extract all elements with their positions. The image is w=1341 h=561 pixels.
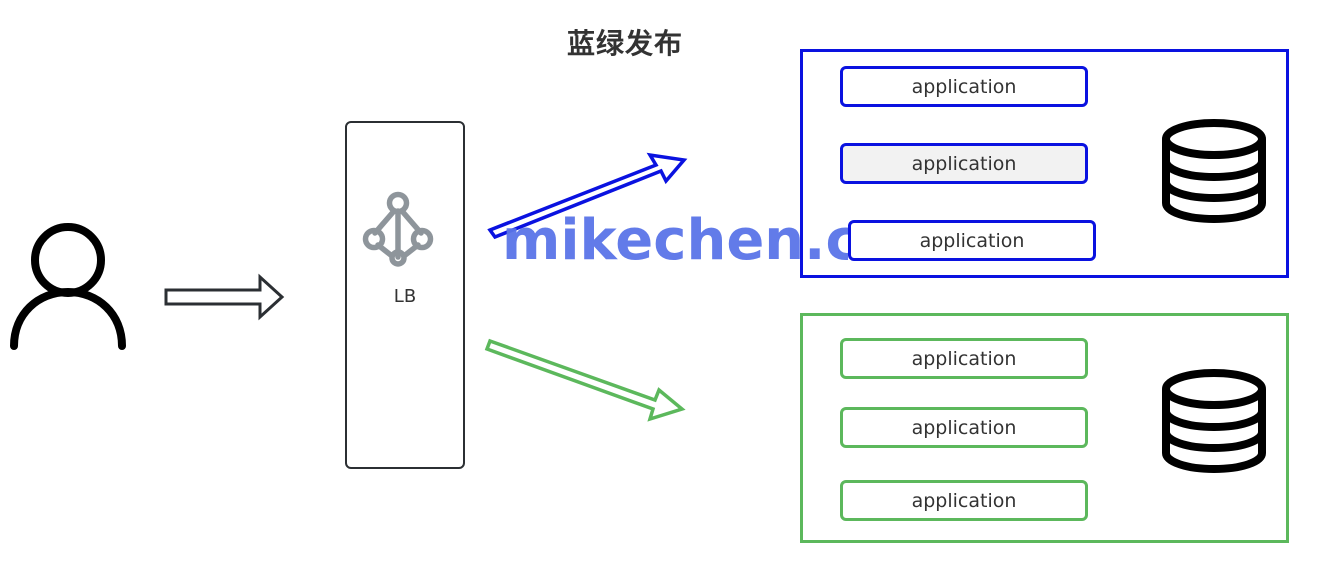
user-icon bbox=[10, 223, 126, 350]
load-balancer-icon bbox=[362, 191, 434, 267]
green-application-1: application bbox=[840, 338, 1088, 379]
green-application-2: application bbox=[840, 407, 1088, 448]
green-database-icon bbox=[1162, 369, 1266, 474]
load-balancer-label: LB bbox=[393, 286, 417, 307]
green-application-3: application bbox=[840, 480, 1088, 521]
blue-application-2: application bbox=[840, 143, 1088, 184]
load-balancer-box bbox=[345, 121, 465, 469]
lb-to-green-arrow bbox=[484, 338, 686, 422]
lb-to-blue-arrow bbox=[487, 152, 688, 240]
blue-application-3: application bbox=[848, 220, 1096, 261]
blue-environment bbox=[800, 49, 1289, 278]
blue-application-1: application bbox=[840, 66, 1088, 107]
user-to-lb-arrow bbox=[164, 273, 285, 321]
diagram-title: 蓝绿发布 bbox=[566, 27, 683, 60]
watermark-text: mikechen.cc bbox=[502, 208, 848, 273]
green-environment bbox=[800, 313, 1289, 543]
blue-database-icon bbox=[1162, 119, 1266, 224]
